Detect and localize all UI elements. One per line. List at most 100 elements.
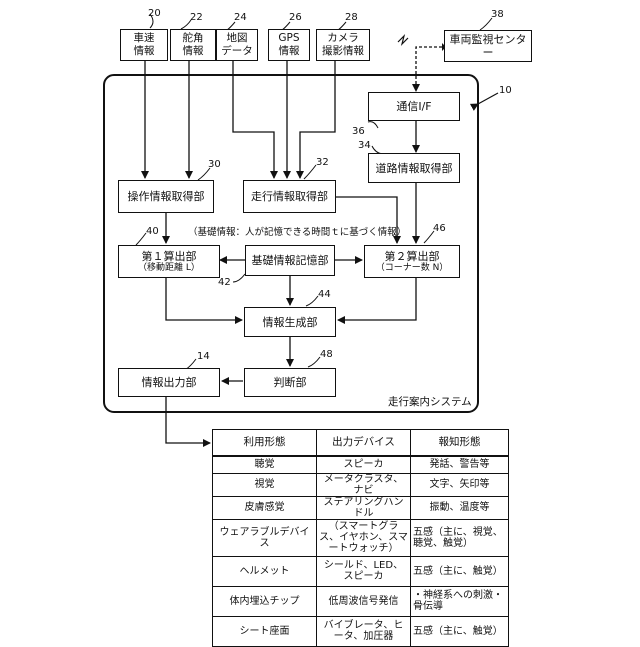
col-header-usage: 利用形態 bbox=[213, 430, 317, 457]
cell-mode: ・神経系への刺激・骨伝導 bbox=[411, 586, 509, 616]
info-output-box: 情報出力部 bbox=[118, 368, 220, 397]
ref-number-28: 28 bbox=[345, 13, 358, 23]
cell-usage: 聴覚 bbox=[213, 456, 317, 473]
system-ref-leader bbox=[478, 93, 498, 104]
col-header-mode: 報知形態 bbox=[411, 430, 509, 457]
ref-leader-32 bbox=[304, 165, 316, 179]
ref-number-32: 32 bbox=[316, 158, 329, 168]
cell-mode: 発話、警告等 bbox=[411, 456, 509, 473]
map-data-box: 地図 データ bbox=[216, 29, 258, 61]
ref-number-24: 24 bbox=[234, 13, 247, 23]
vehicle-monitoring-center-box: 車両監視センター bbox=[444, 30, 532, 62]
table-row: シート座面 バイブレータ、ヒータ、加圧器 五感（主に、触覚） bbox=[213, 616, 509, 646]
road-info-acquisition-box: 道路情報取得部 bbox=[368, 153, 460, 183]
ref-number-42: 42 bbox=[218, 278, 231, 288]
ref-number-10: 10 bbox=[499, 86, 512, 96]
monitoring-center-label: 車両監視センター bbox=[445, 33, 531, 59]
camera-image-info-box: カメラ 撮影情報 bbox=[316, 29, 370, 61]
cell-device: スピーカ bbox=[317, 456, 411, 473]
ref-number-46: 46 bbox=[433, 224, 446, 234]
comm-if-label: 通信I/F bbox=[396, 100, 431, 113]
basic-info-note: （基礎情報：人が記憶できる時間ｔに基づく情報） bbox=[188, 227, 406, 238]
ref-number-38: 38 bbox=[491, 10, 504, 20]
ref-leader-48 bbox=[308, 357, 320, 367]
camera-line-2: 撮影情報 bbox=[322, 45, 364, 58]
ref-number-48: 48 bbox=[320, 350, 333, 360]
calc1-label: 第１算出部 bbox=[142, 250, 197, 263]
ref-number-22: 22 bbox=[190, 13, 203, 23]
vehicle-speed-line-1: 車速 bbox=[134, 32, 155, 45]
operation-info-label: 操作情報取得部 bbox=[128, 190, 205, 203]
info-generation-box: 情報生成部 bbox=[244, 307, 336, 337]
camera-line-1: カメラ bbox=[327, 32, 359, 45]
table-row: 聴覚 スピーカ 発話、警告等 bbox=[213, 456, 509, 473]
calc2-sub-label: （コーナー数 N） bbox=[376, 263, 449, 274]
cell-usage: 視覚 bbox=[213, 473, 317, 496]
communication-if-box: 通信I/F bbox=[368, 92, 460, 121]
judge-label: 判断部 bbox=[274, 376, 307, 389]
calc1-sub-label: （移動距離 L） bbox=[138, 263, 200, 274]
cell-device: バイブレータ、ヒータ、加圧器 bbox=[317, 616, 411, 646]
gps-line-1: GPS bbox=[278, 32, 299, 45]
info-gen-label: 情報生成部 bbox=[263, 316, 318, 329]
wireless-link bbox=[416, 47, 442, 90]
arrow-output-to-table bbox=[166, 397, 210, 443]
travel-info-label: 走行情報取得部 bbox=[251, 190, 328, 203]
cell-device: （スマートグラス、イヤホン、スマートウォッチ） bbox=[317, 519, 411, 556]
col-header-device: 出力デバイス bbox=[317, 430, 411, 457]
steering-line-2: 情報 bbox=[183, 45, 204, 58]
ref-leader-36 bbox=[368, 122, 378, 128]
table-row: 視覚 メータクラスタ、ナビ 文字、矢印等 bbox=[213, 473, 509, 496]
cell-usage: 体内埋込チップ bbox=[213, 586, 317, 616]
gps-info-box: GPS 情報 bbox=[268, 29, 310, 61]
cell-mode: 五感（主に、触覚） bbox=[411, 616, 509, 646]
ref-leader-42 bbox=[233, 274, 245, 282]
table-row: ウェアラブルデバイス （スマートグラス、イヤホン、スマートウォッチ） 五感（主に… bbox=[213, 519, 509, 556]
table-row: 体内埋込チップ 低周波信号発信 ・神経系への刺激・骨伝導 bbox=[213, 586, 509, 616]
calc2-label: 第２算出部 bbox=[385, 250, 440, 263]
first-calculation-box: 第１算出部 （移動距離 L） bbox=[118, 245, 220, 278]
gps-line-2: 情報 bbox=[279, 45, 300, 58]
ref-number-26: 26 bbox=[289, 13, 302, 23]
cell-device: ステアリングハンドル bbox=[317, 496, 411, 519]
info-output-label: 情報出力部 bbox=[142, 376, 197, 389]
table-row: 皮膚感覚 ステアリングハンドル 振動、温度等 bbox=[213, 496, 509, 519]
ref-number-40: 40 bbox=[146, 227, 159, 237]
table-header-row: 利用形態 出力デバイス 報知形態 bbox=[213, 430, 509, 457]
ref-leader-40 bbox=[136, 233, 146, 245]
ref-number-36: 36 bbox=[352, 127, 365, 137]
vehicle-speed-line-2: 情報 bbox=[134, 45, 155, 58]
cell-device: メータクラスタ、ナビ bbox=[317, 473, 411, 496]
ref-number-20: 20 bbox=[148, 9, 161, 19]
road-info-label: 道路情報取得部 bbox=[376, 162, 453, 175]
operation-info-acquisition-box: 操作情報取得部 bbox=[118, 180, 214, 213]
cell-device: 低周波信号発信 bbox=[317, 586, 411, 616]
cell-mode: 文字、矢印等 bbox=[411, 473, 509, 496]
ref-number-34: 34 bbox=[358, 141, 371, 151]
arrow-calc2-to-infogen bbox=[338, 277, 416, 320]
storage-label: 基礎情報記憶部 bbox=[252, 254, 329, 267]
cell-usage: 皮膚感覚 bbox=[213, 496, 317, 519]
second-calculation-box: 第２算出部 （コーナー数 N） bbox=[364, 245, 460, 278]
cell-mode: 五感（主に、触覚） bbox=[411, 556, 509, 586]
cell-usage: ヘルメット bbox=[213, 556, 317, 586]
travel-info-acquisition-box: 走行情報取得部 bbox=[243, 180, 336, 213]
cell-mode: 五感（主に、視覚、聴覚、触覚） bbox=[411, 519, 509, 556]
map-line-2: データ bbox=[221, 45, 253, 58]
ref-number-14: 14 bbox=[197, 352, 210, 362]
cell-usage: ウェアラブルデバイス bbox=[213, 519, 317, 556]
ref-number-30: 30 bbox=[208, 160, 221, 170]
steering-line-1: 舵角 bbox=[183, 32, 204, 45]
ref-number-44: 44 bbox=[318, 290, 331, 300]
ref-leader-44 bbox=[306, 296, 318, 306]
system-label: 走行案内システム bbox=[388, 394, 472, 409]
judgment-box: 判断部 bbox=[244, 368, 336, 397]
basic-info-storage-box: 基礎情報記憶部 bbox=[245, 245, 335, 276]
lightning-icon bbox=[398, 36, 408, 44]
system-boundary bbox=[104, 75, 478, 412]
vehicle-speed-info-box: 車速 情報 bbox=[120, 29, 168, 61]
cell-mode: 振動、温度等 bbox=[411, 496, 509, 519]
map-line-1: 地図 bbox=[227, 32, 248, 45]
arrow-map-to-travel bbox=[233, 60, 274, 178]
